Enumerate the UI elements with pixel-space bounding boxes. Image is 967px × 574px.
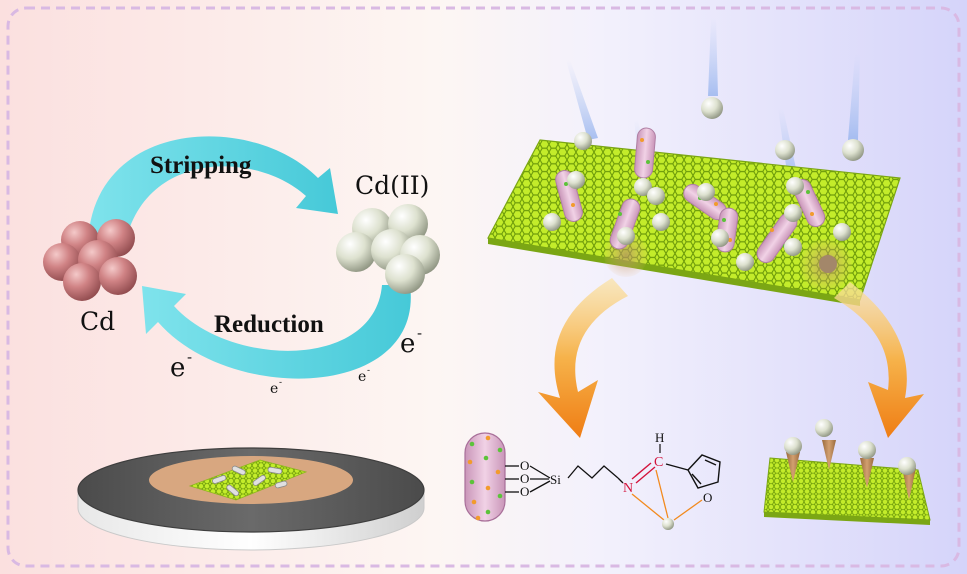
silicon: Si	[550, 472, 561, 487]
svg-text:e: e	[170, 353, 185, 383]
svg-text:e: e	[400, 329, 415, 359]
hydrogen: H	[655, 430, 664, 445]
cd-metal-cluster	[43, 219, 137, 301]
silane-linker	[505, 465, 619, 493]
stripping-label: Stripping	[150, 152, 252, 179]
electrode-nanotubes	[212, 465, 288, 497]
big-arrow-right	[834, 282, 924, 438]
oxygen-3: O	[520, 484, 529, 499]
stripping-arrow	[88, 136, 338, 250]
svg-text:-: -	[187, 348, 192, 366]
oxygen-1: O	[520, 458, 529, 473]
reduction-arrow	[142, 285, 411, 379]
small-graphene-sheet	[763, 457, 931, 525]
svg-text:-: -	[367, 366, 370, 376]
cd-ion-label: Cd(II)	[355, 171, 429, 200]
svg-text:-: -	[417, 324, 422, 342]
cd-metal-label: Cd	[80, 307, 115, 336]
svg-text:-: -	[279, 378, 282, 388]
electron-small-left: e -	[270, 378, 282, 397]
electron-small-right: e -	[358, 366, 370, 385]
oxygen-2: O	[520, 471, 529, 486]
svg-text:e: e	[358, 369, 366, 385]
furan-ring	[665, 454, 721, 489]
svg-text:e: e	[270, 381, 278, 397]
cd-ions-on-sheet	[543, 97, 864, 273]
furan-oxygen: O	[703, 490, 712, 505]
cd-ions-on-small-sheet	[784, 419, 916, 475]
dashed-frame	[6, 6, 961, 568]
imine-carbon: C	[654, 455, 663, 470]
big-arrow-left	[538, 278, 628, 438]
adsorption-cones	[786, 440, 916, 500]
imine-nitrogen: N	[623, 481, 633, 496]
chelated-cd-ion	[662, 518, 674, 530]
stripping-cycle: Stripping Reduction Cd Cd(II) e -	[43, 136, 440, 397]
electron-large-left: e -	[170, 348, 192, 383]
electron-large-right: e -	[400, 324, 422, 359]
reduction-label: Reduction	[214, 311, 324, 338]
cd-ion-cluster	[336, 204, 440, 294]
imine-bond	[631, 462, 656, 484]
coordination-arrows	[631, 469, 703, 521]
functionalized-nanotube	[464, 432, 506, 522]
sheet-nanotubes	[555, 127, 826, 264]
electrode-disc	[77, 447, 425, 551]
